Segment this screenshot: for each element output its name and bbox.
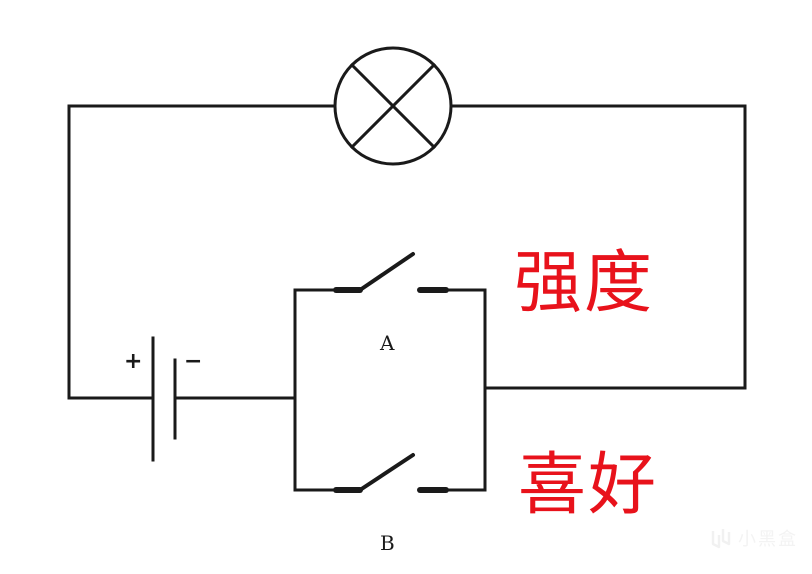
battery-negative-sign: − — [184, 349, 202, 374]
watermark: 小黑盒 — [710, 525, 798, 551]
switch-a-label: A — [379, 331, 395, 355]
switch-a-icon — [333, 252, 449, 293]
wire-right-top — [449, 104, 747, 390]
wire-left-top — [67, 104, 337, 400]
lamp-icon — [333, 46, 453, 166]
parallel-left-rail — [293, 288, 337, 492]
switch-b-icon — [333, 453, 449, 493]
annotation-preference: 喜好 — [518, 446, 659, 525]
heybox-logo-icon — [711, 529, 731, 549]
annotation-strength: 强度 — [514, 244, 655, 323]
parallel-right-rail — [445, 288, 487, 492]
watermark-text: 小黑盒 — [738, 529, 798, 550]
switch-b-label: B — [380, 531, 395, 555]
battery-positive-sign: + — [124, 349, 142, 374]
battery-icon — [151, 336, 177, 462]
